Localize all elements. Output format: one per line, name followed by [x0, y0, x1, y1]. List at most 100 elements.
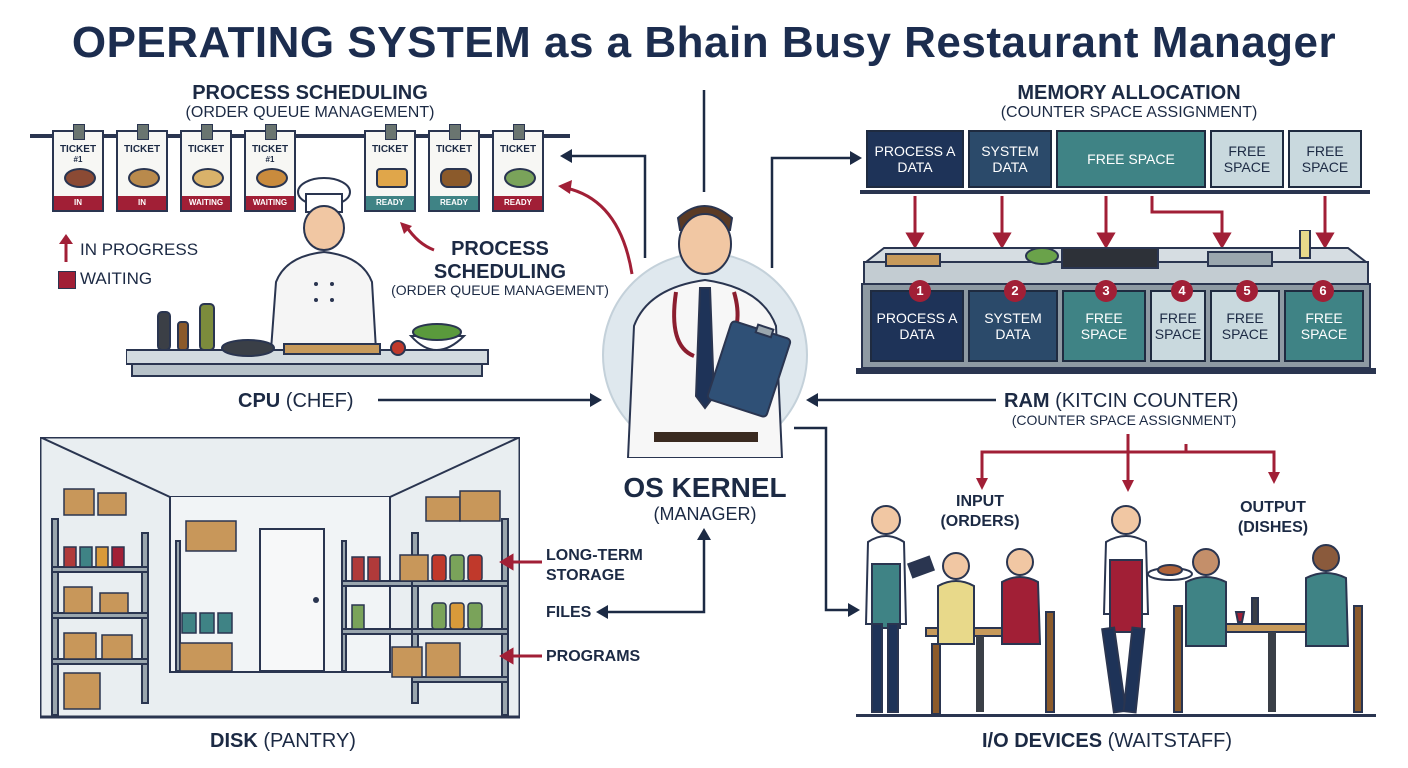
memory-allocation-subheader: (COUNTER SPACE ASSIGNMENT) — [1000, 104, 1258, 121]
legend-in-progress: IN PROGRESS — [80, 240, 199, 259]
process-callout-title: PROCESS SCHEDULING — [433, 238, 567, 283]
soup-bowl-icon — [192, 168, 224, 188]
ram-sublabel: (COUNTER SPACE ASSIGNMENT) — [1011, 412, 1237, 428]
ticket-title: TICKET — [371, 144, 409, 155]
files-label: FILES — [546, 604, 592, 621]
clip-icon — [385, 124, 397, 140]
io-devices-label-rest: (WAITSTAFF) — [1107, 730, 1233, 752]
disk-label-rest: (PANTRY) — [263, 730, 356, 752]
clip-icon — [201, 124, 213, 140]
ticket-title: TICKET — [123, 144, 161, 155]
burger-icon — [440, 168, 472, 188]
slot-number-badge: 5 — [1236, 280, 1258, 302]
disk-label-bold: DISK — [210, 730, 258, 752]
ticket-title: TICKET — [59, 144, 97, 155]
cpu-label-bold: CPU — [238, 390, 281, 412]
cpu-label-rest: (CHEF) — [285, 390, 354, 412]
ticket-4[interactable]: TICKET #1 WAITING — [244, 124, 296, 212]
steak-dish-icon — [64, 168, 96, 188]
ram-label-rest: (KITCIN COUNTER) — [1055, 390, 1239, 412]
plated-dish-icon — [504, 168, 536, 188]
memory-slot: FREE SPACE — [1150, 290, 1206, 362]
disk-label: DISK (PANTRY) — [210, 730, 356, 753]
ticket-status: WAITING — [182, 196, 230, 210]
slot-number-badge: 1 — [909, 280, 931, 302]
process-scheduling-subheader: (ORDER QUEUE MANAGEMENT) — [185, 104, 435, 121]
legend-waiting: WAITING — [80, 269, 153, 288]
clip-icon — [513, 124, 525, 140]
slot-number-badge: 3 — [1095, 280, 1117, 302]
memory-slot: PROCESS A DATA — [870, 290, 964, 362]
io-devices-label: I/O DEVICES (WAITSTAFF) — [982, 730, 1232, 753]
memory-block: FREE SPACE — [1056, 130, 1206, 188]
ticket-status: IN PROGRESS — [54, 196, 102, 221]
memory-arrows — [905, 196, 1335, 249]
process-callout-sub: (ORDER QUEUE MANAGEMENT) — [391, 282, 609, 298]
chef-icon — [269, 177, 378, 351]
page-title: OPERATING SYSTEM as a Bhain Busy Restaur… — [71, 18, 1337, 67]
memory-allocation-header: MEMORY ALLOCATION — [1017, 82, 1241, 104]
arrow-up-icon — [59, 234, 73, 262]
ticket-status: IN PROGRESS — [118, 196, 166, 221]
waiting-swatch — [58, 271, 76, 289]
ticket-mark: #1 — [265, 155, 275, 164]
slot-number-badge: 4 — [1171, 280, 1193, 302]
ticket-queue: TICKET #1 IN PROGRESS TICKET IN PROGRESS… — [52, 124, 552, 221]
ticket-5[interactable]: TICKET READY — [364, 124, 416, 212]
server-with-dish-icon — [1101, 505, 1193, 714]
memory-slot: FREE SPACE — [1062, 290, 1146, 362]
process-scheduling-header: PROCESS SCHEDULING — [192, 82, 428, 104]
ticket-title: TICKET — [187, 144, 225, 155]
ram-label: RAM (KITCIN COUNTER) — [1004, 390, 1238, 413]
memory-block: SYSTEM DATA — [968, 130, 1052, 188]
clip-icon — [73, 124, 85, 140]
salad-dish-icon — [128, 168, 160, 188]
ticket-status: WAITING — [246, 196, 294, 210]
manager-figure — [626, 205, 792, 458]
input-label: INPUT (ORDERS) — [940, 493, 1020, 530]
ticket-status: READY — [366, 196, 414, 210]
pasta-dish-icon — [256, 168, 288, 188]
ticket-6[interactable]: TICKET READY — [428, 124, 480, 212]
ticket-title: TICKET — [435, 144, 473, 155]
ticket-2[interactable]: TICKET IN PROGRESS — [116, 124, 168, 221]
ticket-title: TICKET — [499, 144, 537, 155]
pantry-scene — [40, 437, 520, 719]
chef-scene — [126, 177, 489, 377]
waitress-icon — [864, 505, 936, 713]
memory-slot: FREE SPACE — [1210, 290, 1280, 362]
pantry-callout-arrows — [499, 553, 542, 665]
memory-slot: SYSTEM DATA — [968, 290, 1058, 362]
programs-label: PROGRAMS — [546, 648, 641, 665]
clip-icon — [137, 124, 149, 140]
memory-slot: FREE SPACE — [1284, 290, 1364, 362]
os-kernel-title: OS KERNEL — [623, 472, 787, 503]
dining-scene — [856, 505, 1376, 717]
long-term-storage-label: LONG-TERM STORAGE — [546, 547, 643, 584]
callout-arrow-icon — [400, 222, 435, 252]
memory-block: FREE SPACE — [1210, 130, 1284, 188]
io-devices-label-bold: I/O DEVICES — [982, 730, 1103, 752]
io-arrows — [976, 434, 1280, 492]
memory-block: FREE SPACE — [1288, 130, 1362, 188]
ticket-title: TICKET — [251, 144, 289, 155]
output-label: OUTPUT (DISHES) — [1237, 499, 1309, 536]
cpu-label: CPU (CHEF) — [238, 390, 354, 413]
ticket-3[interactable]: TICKET WAITING — [180, 124, 232, 212]
memory-slots: PROCESS A DATA SYSTEM DATA FREE SPACE FR… — [870, 290, 1366, 362]
clip-icon — [449, 124, 461, 140]
os-kernel-sub: (MANAGER) — [653, 504, 757, 524]
ram-label-bold: RAM — [1004, 390, 1050, 412]
pizza-slice-icon — [376, 168, 408, 188]
ticket-mark: #1 — [73, 155, 83, 164]
memory-top-blocks: PROCESS A DATA SYSTEM DATA FREE SPACE FR… — [866, 130, 1366, 190]
ticket-status: READY — [494, 196, 542, 210]
ticket-status: READY — [430, 196, 478, 210]
ticket-7[interactable]: TICKET READY — [492, 124, 544, 212]
memory-rail — [860, 190, 1370, 194]
ticket-1[interactable]: TICKET #1 IN PROGRESS — [52, 124, 104, 221]
clip-icon — [265, 124, 277, 140]
memory-block: PROCESS A DATA — [866, 130, 964, 188]
slot-number-badge: 6 — [1312, 280, 1334, 302]
